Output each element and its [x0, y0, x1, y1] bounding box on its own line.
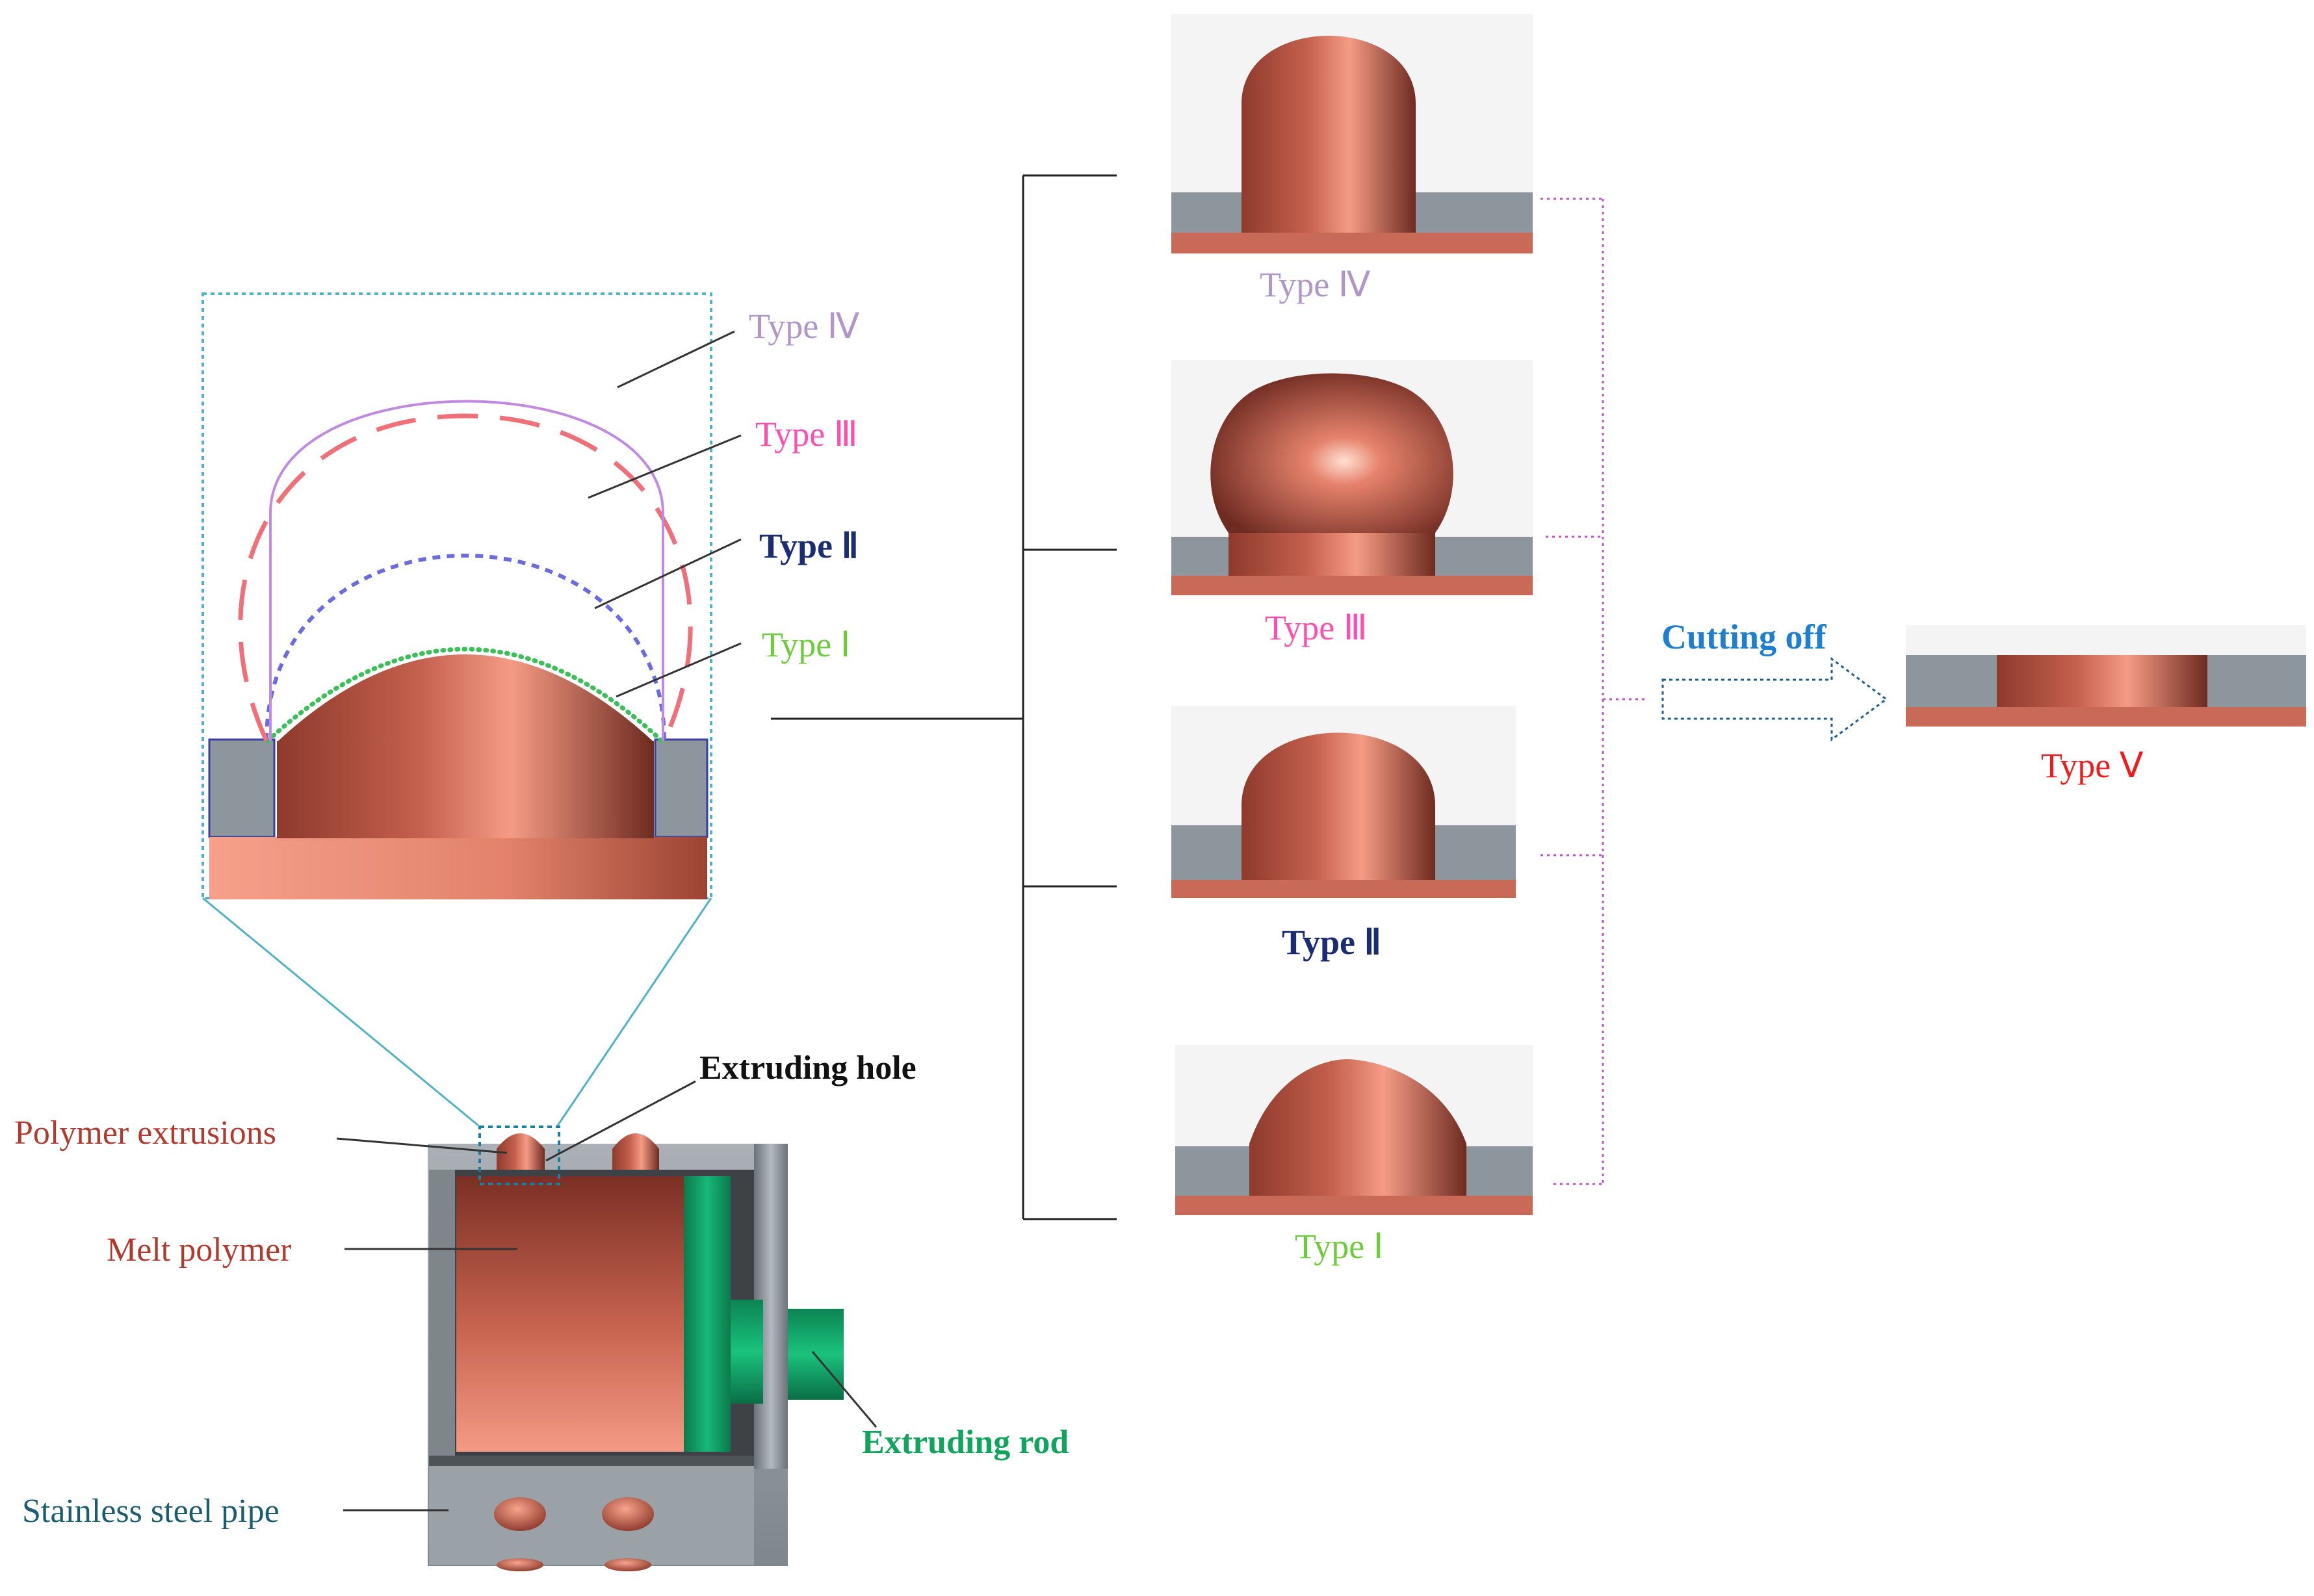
rod-collar	[731, 1300, 763, 1404]
inset-cylinder	[277, 741, 654, 838]
label-stainless-steel-pipe: Stainless steel pipe	[22, 1493, 280, 1530]
piston-plate	[684, 1176, 731, 1452]
panel-type-ii-extrusion	[1242, 732, 1435, 880]
leader-extruding-hole	[545, 1080, 696, 1162]
inset-outline-type-i	[265, 647, 664, 743]
leader-inset-type-i	[616, 642, 742, 698]
panel-type-ii: Type Ⅱ	[1171, 706, 1516, 962]
inset-steel-right	[654, 738, 708, 838]
panel-type-i-dome	[1249, 1059, 1466, 1196]
panel-type-iv: Type Ⅳ	[1171, 14, 1533, 304]
panel-type-iv-extrusion	[1242, 36, 1416, 233]
bracket-tree	[771, 174, 1117, 1220]
melt-polymer-body	[456, 1176, 685, 1452]
inset-label-type-ii: Type Ⅱ	[759, 526, 859, 565]
panel-type-v: Type Ⅴ	[1906, 625, 2306, 785]
leader-inset-type-iv	[617, 330, 735, 389]
leader-polymer-extrusions	[336, 1137, 508, 1154]
inset-label-type-iii: Type Ⅲ	[755, 415, 858, 454]
housing-lower	[429, 1456, 754, 1565]
lower-bump-4	[604, 1558, 651, 1571]
top-extrusion-1	[497, 1133, 545, 1170]
label-extruding-hole: Extruding hole	[699, 1049, 916, 1087]
inset-base-plate	[209, 837, 707, 899]
panel-type-iii: Type Ⅲ	[1171, 360, 1533, 647]
label-type-ii: Type Ⅱ	[1282, 923, 1381, 962]
label-type-iv: Type Ⅳ	[1260, 265, 1371, 304]
panel-type-v-base	[1906, 707, 2306, 727]
leader-inset-type-iii	[588, 434, 742, 499]
label-melt-polymer: Melt polymer	[107, 1231, 292, 1268]
panel-type-i: Type Ⅰ	[1175, 1045, 1533, 1266]
label-extruding-rod: Extruding rod	[862, 1424, 1069, 1461]
label-type-i: Type Ⅰ	[1295, 1227, 1384, 1266]
inset-outline-type-iii	[238, 413, 693, 742]
inset-outline-type-ii	[265, 554, 666, 741]
panel-type-ii-base	[1171, 880, 1516, 898]
inset-steel-left	[208, 738, 276, 838]
inset-label-type-i: Type Ⅰ	[762, 625, 851, 664]
label-cutting-off: Cutting off	[1661, 617, 1827, 656]
inset-label-type-iv: Type Ⅳ	[749, 307, 860, 346]
zoom-line-left	[202, 897, 479, 1127]
panel-type-iv-base	[1171, 233, 1533, 253]
leader-inset-type-ii	[594, 538, 742, 610]
panel-type-iii-dome	[1210, 373, 1453, 533]
zoom-line-right	[556, 897, 712, 1126]
label-type-iii: Type Ⅲ	[1265, 608, 1368, 647]
panel-type-i-base	[1175, 1196, 1533, 1215]
leader-extruding-rod	[811, 1351, 878, 1428]
housing-left-wall	[429, 1170, 455, 1456]
panel-type-iii-base	[1171, 576, 1533, 595]
label-type-v: Type Ⅴ	[2041, 746, 2144, 785]
inset-dome	[277, 654, 654, 742]
cutting-off-arrow	[1661, 657, 1888, 741]
lower-bump-2	[602, 1497, 654, 1531]
housing-lower-band	[429, 1456, 754, 1466]
lower-bump-1	[494, 1497, 546, 1531]
extruder-device	[428, 1126, 844, 1571]
lower-bump-3	[497, 1558, 543, 1571]
label-polymer-extrusions: Polymer extrusions	[14, 1114, 276, 1152]
magnified-inset: Type Ⅳ Type Ⅲ Type Ⅱ Type Ⅰ	[202, 292, 860, 899]
top-extrusion-2	[612, 1133, 659, 1170]
dotted-bracket	[1540, 198, 1644, 1185]
panel-type-v-fill	[1997, 655, 2207, 707]
inset-outline-type-iv	[269, 400, 664, 741]
